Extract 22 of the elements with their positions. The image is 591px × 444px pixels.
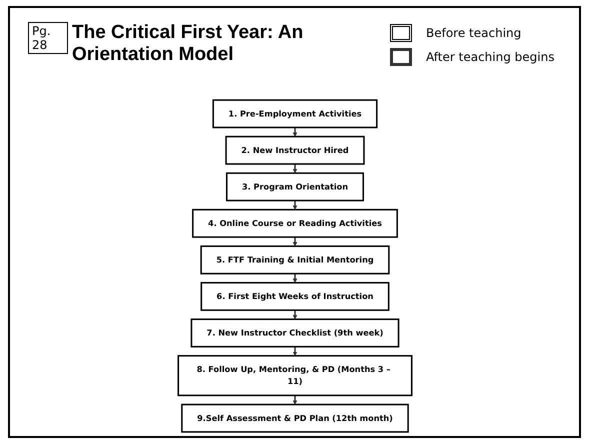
- arrow: [292, 164, 298, 174]
- node-box: [212, 99, 378, 128]
- node-box: [178, 355, 412, 396]
- node-box: [225, 136, 365, 165]
- node-box: [181, 404, 409, 433]
- node-box: [200, 282, 390, 311]
- title: The Critical First Year: An Orientation Model: [72, 22, 304, 66]
- arrow: [292, 127, 298, 137]
- arrow: [292, 237, 298, 246]
- legend-label: Before teaching: [426, 26, 522, 40]
- arrow: [292, 200, 298, 210]
- page-number: Pg. 28: [28, 22, 68, 54]
- arrow: [292, 395, 298, 405]
- page-frame: Pg. 28 The Critical First Year: An Orientation Model Before teaching After teaching begins 1. Pre-Employment Activities 2. New Instructor Hired 3. Program Orientation 4. Online Course or Reading Activities 5. FTF Training & Initial Mentoring 6. First Eight Weeks of Instruction 7. New Instructor Checklist (9th week) 8. Follow Up, Mentoring, & PD (Months 3 – 11) 9.Self Assessment & PD Plan (12th month): [8, 6, 581, 438]
- node-box: [192, 208, 398, 238]
- node-box: [190, 318, 400, 348]
- node-box: [200, 245, 390, 274]
- arrow: [292, 274, 298, 283]
- arrow: [292, 346, 298, 356]
- legend-label: After teaching begins: [426, 50, 554, 64]
- node-box: [226, 172, 364, 202]
- arrow: [292, 310, 298, 320]
